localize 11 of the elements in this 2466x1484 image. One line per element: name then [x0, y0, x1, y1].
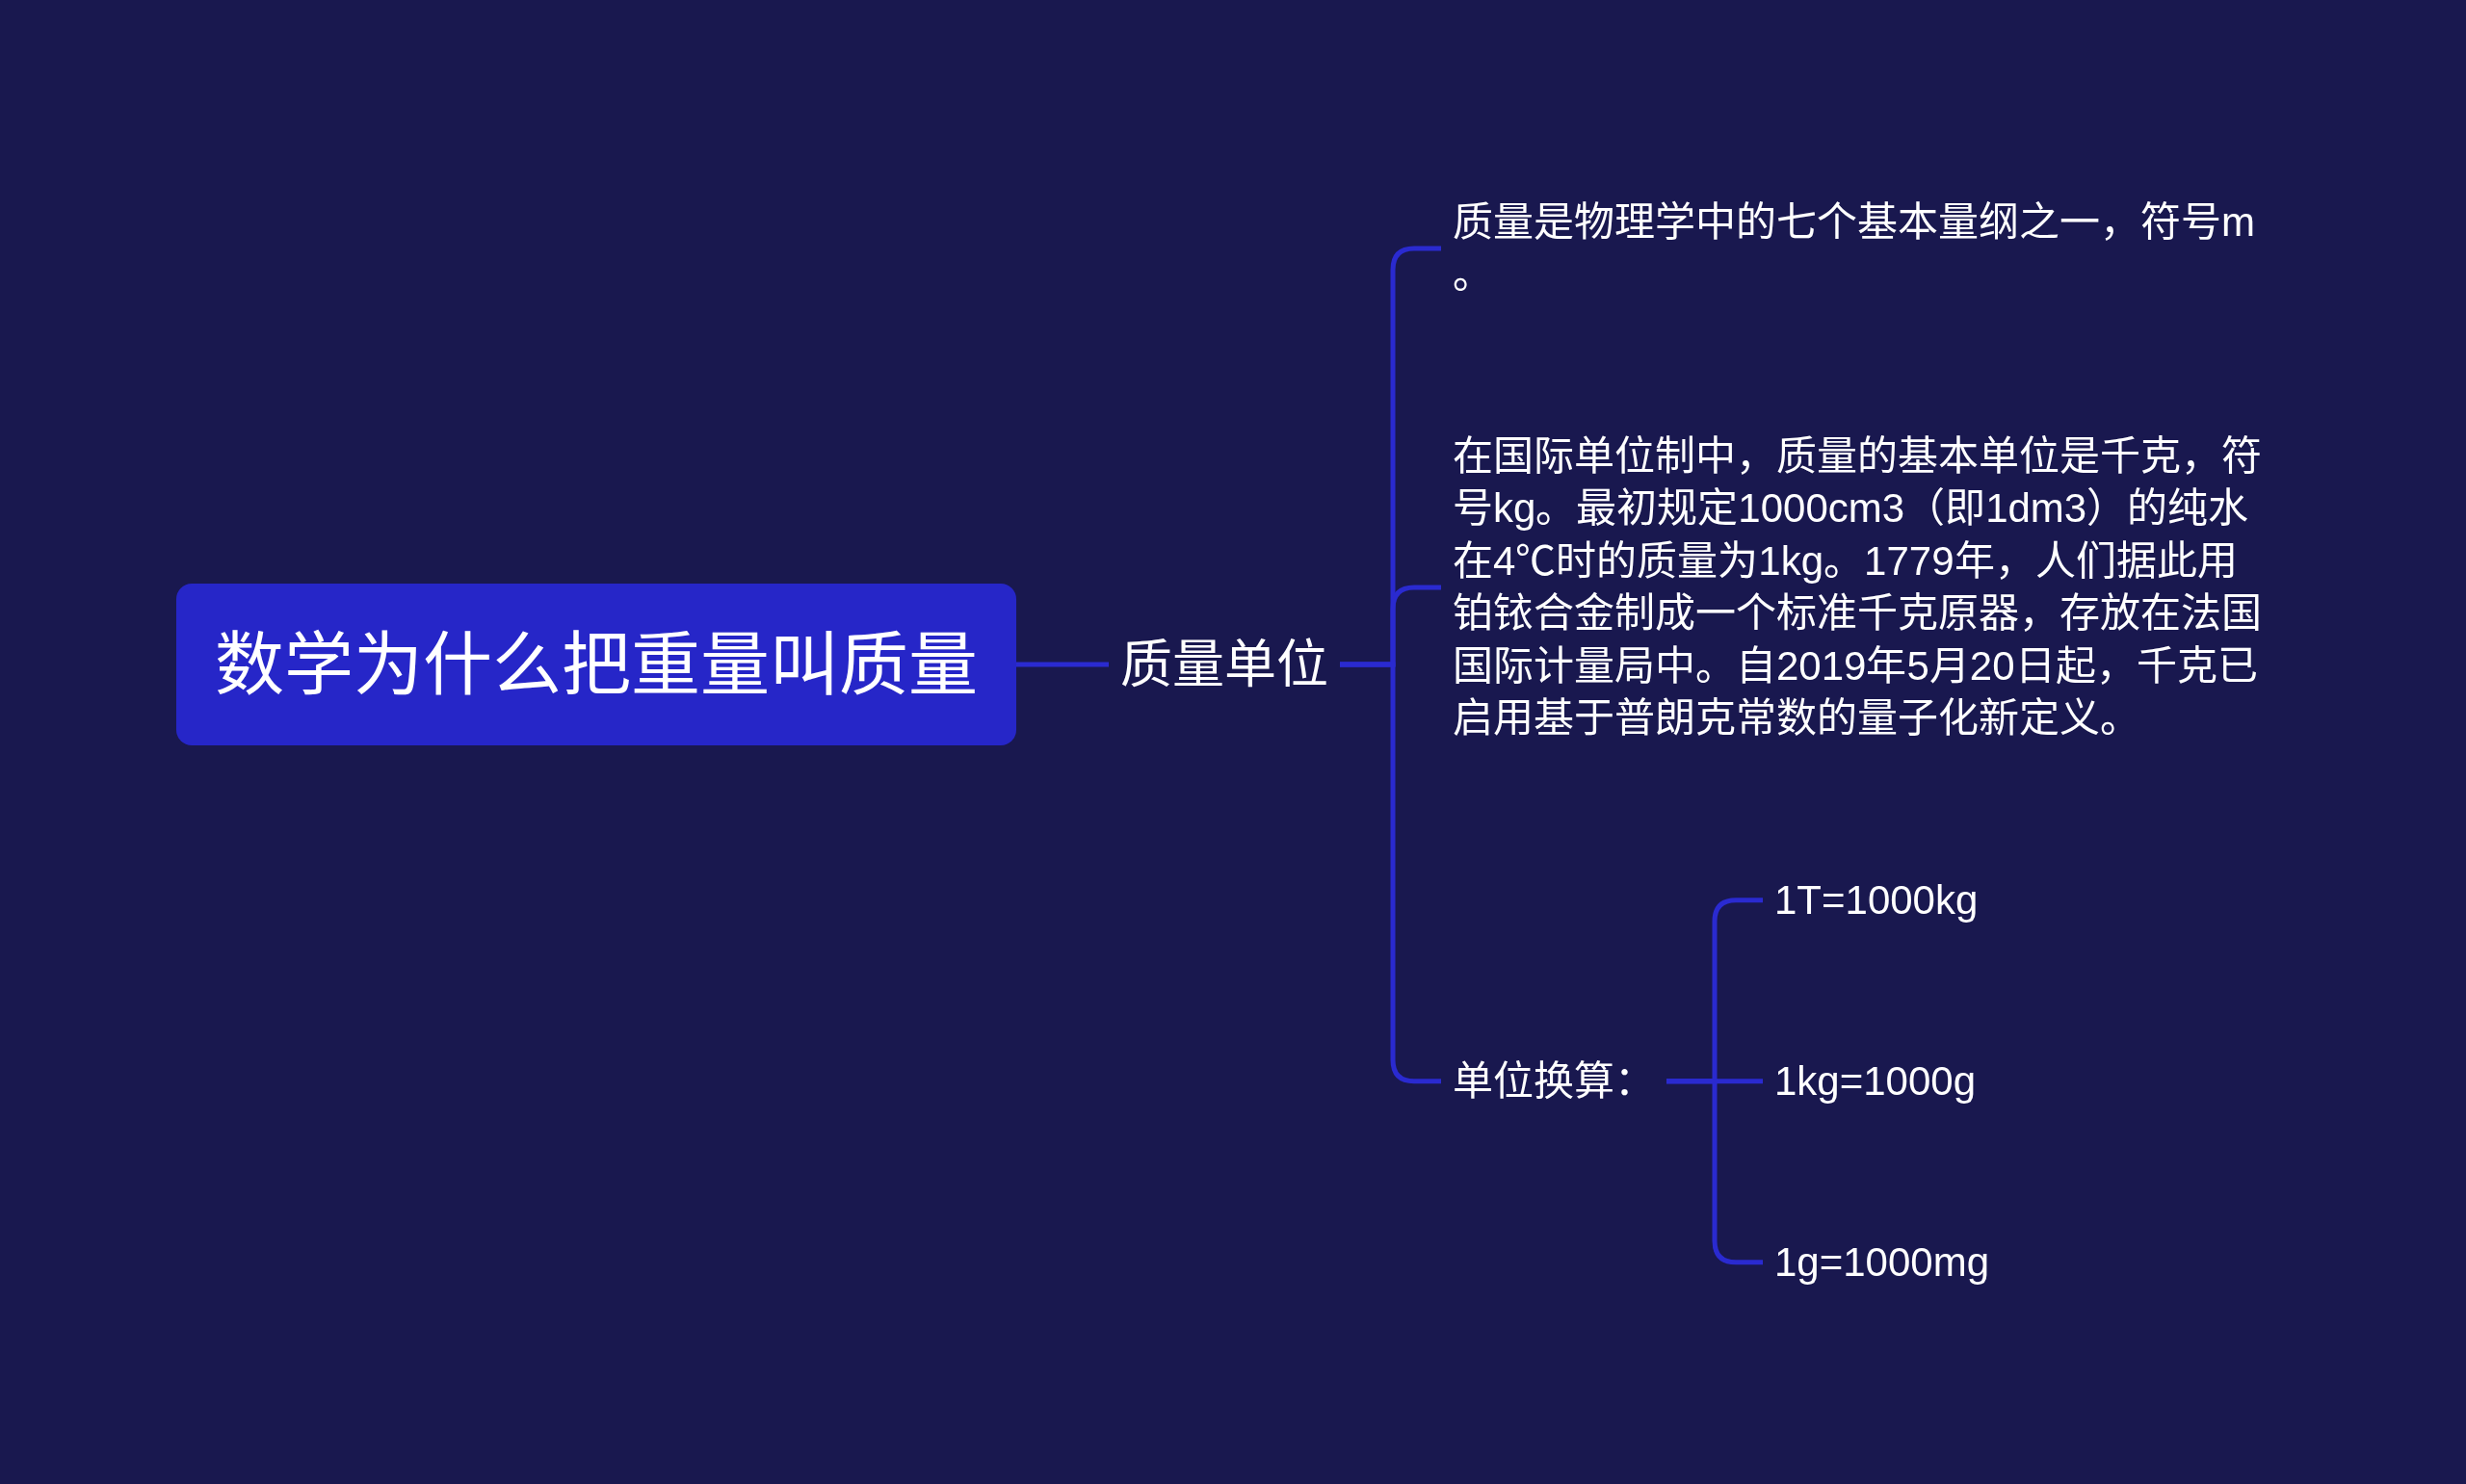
- leaf-label: 1kg=1000g: [1763, 1054, 1988, 1107]
- connector-line: [1340, 662, 1441, 1084]
- leaf-label: 1g=1000mg: [1763, 1236, 2002, 1289]
- subtopic-label: 质量单位: [1109, 631, 1340, 698]
- paragraph-text: 在国际单位制中，质量的基本单位是千克，符号kg。最初规定1000cm3（即1dm3）的纯水在4℃时的质量为1kg。1779年，人们据此用铂铱合金制成一个标准千克原器，存放在法国国际计量局中。自2019年5月20日起，千克已启用基于普朗克常数的量子化新定义。: [1441, 430, 2281, 745]
- leaf-label: 1T=1000kg: [1763, 873, 1990, 926]
- subtopic-label: 单位换算：: [1441, 1054, 1666, 1107]
- connector-line: [1666, 1079, 1763, 1265]
- connector-line: [1016, 662, 1109, 667]
- title-box: 数学为什么把重量叫质量: [176, 584, 1016, 745]
- paragraph-text: 质量是物理学中的七个基本量纲之一，符号m。: [1441, 195, 2281, 301]
